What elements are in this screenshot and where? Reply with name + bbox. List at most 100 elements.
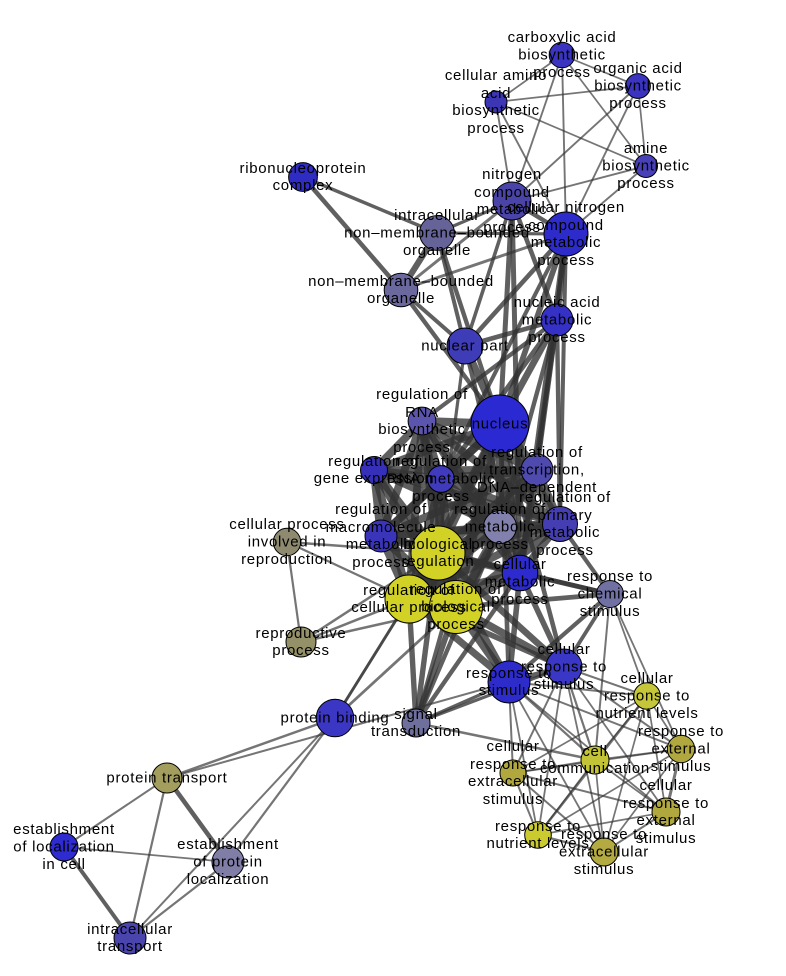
- svg-text:nitrogen: nitrogen: [482, 166, 542, 183]
- svg-text:external: external: [652, 741, 711, 758]
- svg-text:stimulus: stimulus: [580, 603, 641, 620]
- svg-text:carboxylic acid: carboxylic acid: [508, 29, 617, 46]
- svg-text:response to: response to: [470, 756, 556, 773]
- svg-text:macromolecule: macromolecule: [326, 519, 437, 536]
- svg-text:amine: amine: [624, 140, 668, 157]
- svg-text:process: process: [467, 120, 524, 137]
- svg-text:metabolic: metabolic: [465, 519, 536, 536]
- svg-text:response to: response to: [521, 659, 607, 676]
- svg-text:RNA: RNA: [405, 404, 439, 421]
- svg-text:complex: complex: [273, 177, 334, 194]
- svg-text:metabolic: metabolic: [522, 312, 593, 329]
- svg-text:compound: compound: [528, 217, 604, 234]
- svg-text:metabolic: metabolic: [477, 201, 548, 218]
- svg-text:extracellular: extracellular: [468, 773, 558, 790]
- svg-text:reproduction: reproduction: [241, 551, 333, 568]
- svg-text:communication: communication: [540, 760, 650, 777]
- svg-text:establishment: establishment: [13, 821, 115, 838]
- svg-text:of localization: of localization: [13, 839, 114, 856]
- svg-text:reproductive: reproductive: [256, 625, 347, 642]
- svg-text:process: process: [412, 488, 469, 505]
- svg-text:protein binding: protein binding: [281, 710, 390, 727]
- svg-text:regulation of: regulation of: [454, 501, 546, 518]
- svg-text:biological: biological: [421, 599, 491, 616]
- svg-text:response to: response to: [623, 795, 709, 812]
- svg-text:primary: primary: [538, 507, 593, 524]
- svg-text:response to: response to: [604, 688, 690, 705]
- svg-text:external: external: [637, 812, 696, 829]
- svg-text:cellular: cellular: [486, 738, 539, 755]
- svg-text:nutrient levels: nutrient levels: [595, 705, 698, 722]
- svg-text:cellular: cellular: [493, 556, 546, 573]
- svg-text:of protein: of protein: [193, 854, 263, 871]
- svg-text:transport: transport: [97, 938, 163, 955]
- svg-text:cellular: cellular: [639, 777, 692, 794]
- svg-text:acid: acid: [481, 85, 511, 102]
- svg-text:regulation: regulation: [402, 553, 475, 570]
- svg-text:nutrient levels: nutrient levels: [486, 835, 589, 852]
- svg-text:protein transport: protein transport: [106, 770, 227, 787]
- svg-text:regulation of: regulation of: [395, 453, 487, 470]
- svg-text:process: process: [483, 219, 540, 236]
- svg-text:cellular process: cellular process: [229, 516, 344, 533]
- svg-text:process: process: [528, 329, 585, 346]
- svg-text:process: process: [491, 591, 548, 608]
- svg-text:signal: signal: [394, 706, 437, 723]
- svg-text:regulation of: regulation of: [363, 582, 455, 599]
- svg-text:process: process: [537, 252, 594, 269]
- svg-text:metabolic: metabolic: [530, 524, 601, 541]
- svg-text:cellular nitrogen: cellular nitrogen: [507, 199, 625, 216]
- svg-text:organelle: organelle: [403, 242, 471, 259]
- svg-text:organelle: organelle: [367, 290, 435, 307]
- svg-text:transduction: transduction: [371, 723, 461, 740]
- svg-text:ribonucleoprotein: ribonucleoprotein: [240, 160, 367, 177]
- svg-text:response to: response to: [466, 665, 552, 682]
- svg-text:metabolic: metabolic: [346, 536, 417, 553]
- svg-text:cellular: cellular: [620, 670, 673, 687]
- svg-text:intracellular: intracellular: [87, 921, 173, 938]
- svg-text:compound: compound: [474, 184, 550, 201]
- svg-text:stimulus: stimulus: [574, 861, 635, 878]
- svg-text:regulation of: regulation of: [491, 444, 583, 461]
- svg-text:biological: biological: [403, 536, 473, 553]
- svg-text:response to: response to: [561, 826, 647, 843]
- svg-text:biosynthetic: biosynthetic: [602, 158, 690, 175]
- svg-text:stimulus: stimulus: [636, 830, 697, 847]
- svg-text:biosynthetic: biosynthetic: [378, 421, 466, 438]
- svg-text:nucleus: nucleus: [472, 416, 529, 433]
- svg-text:cellular amino: cellular amino: [445, 67, 547, 84]
- svg-text:non–membrane–bounded: non–membrane–bounded: [344, 225, 530, 242]
- svg-text:biosynthetic: biosynthetic: [594, 78, 682, 95]
- svg-text:regulation of: regulation of: [328, 453, 420, 470]
- svg-text:process: process: [617, 175, 674, 192]
- svg-text:in cell: in cell: [42, 856, 85, 873]
- svg-text:gene expression: gene expression: [314, 470, 435, 487]
- svg-text:response to: response to: [638, 723, 724, 740]
- svg-text:organic acid: organic acid: [593, 60, 682, 77]
- svg-text:response to: response to: [495, 818, 581, 835]
- svg-text:response to: response to: [567, 568, 653, 585]
- svg-text:involved in: involved in: [248, 534, 327, 551]
- svg-text:process: process: [471, 536, 528, 553]
- svg-text:cell: cell: [582, 743, 607, 760]
- svg-text:stimulus: stimulus: [479, 682, 540, 699]
- svg-text:process: process: [272, 642, 329, 659]
- svg-text:extracellular: extracellular: [559, 844, 649, 861]
- svg-text:intracellular: intracellular: [394, 207, 480, 224]
- svg-text:nucleic acid: nucleic acid: [514, 294, 601, 311]
- svg-text:stimulus: stimulus: [483, 791, 544, 808]
- svg-text:establishment: establishment: [177, 836, 279, 853]
- svg-text:metabolic: metabolic: [485, 574, 556, 591]
- svg-text:regulation of: regulation of: [335, 501, 427, 518]
- svg-text:stimulus: stimulus: [651, 758, 712, 775]
- svg-text:cellular: cellular: [537, 641, 590, 658]
- svg-text:process: process: [393, 439, 450, 456]
- svg-text:process: process: [536, 542, 593, 559]
- svg-text:metabolic: metabolic: [531, 234, 602, 251]
- svg-text:regulation of: regulation of: [519, 489, 611, 506]
- svg-text:chemical: chemical: [578, 586, 643, 603]
- svg-text:process: process: [427, 616, 484, 633]
- svg-text:transcription,: transcription,: [489, 462, 585, 479]
- svg-text:non–membrane–bounded: non–membrane–bounded: [308, 273, 494, 290]
- svg-text:RNA metabolic: RNA metabolic: [387, 471, 495, 488]
